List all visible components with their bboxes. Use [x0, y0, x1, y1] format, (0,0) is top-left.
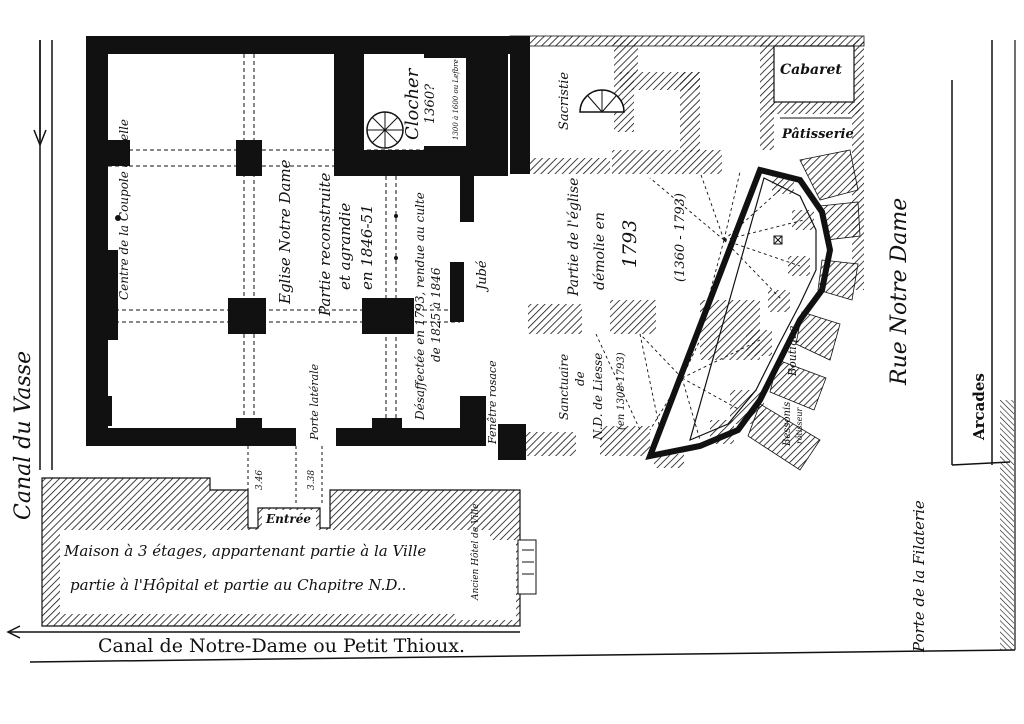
entree-label: Entrée — [265, 512, 311, 526]
porte-laterale-label: Porte latérale — [308, 363, 321, 441]
porte-filaterie-label: Porte de la Filaterie — [910, 500, 928, 653]
year-1793-label: 1793 — [619, 220, 641, 268]
range-label: (1360 - 1793) — [673, 193, 688, 282]
centre-coupole-label: Centre de la Coupole actuelle — [117, 119, 131, 300]
arcades-strip — [951, 40, 1016, 650]
clocher-date: 1360? — [423, 83, 438, 124]
sacristie-stair — [579, 89, 625, 113]
rue-nd-label: Rue Notre Dame — [887, 198, 912, 386]
reconstruite-line-1: Partie reconstruite — [316, 172, 334, 317]
pier-dot-1 — [394, 214, 398, 218]
patisserie-label: Pâtisserie — [781, 127, 854, 142]
coupole-centre-dot — [115, 215, 121, 221]
sanctuaire-line-3: N.D. de Liesse — [591, 353, 605, 441]
ancien-hotel-label: Ancien Hôtel de Ville — [470, 504, 481, 601]
sanctuaire-line-2: de — [573, 371, 587, 386]
apse-vault-lines — [595, 171, 805, 441]
canal-nd-lines — [6, 625, 1016, 663]
canal-nd-label: Canal de Notre-Dame ou Petit Thioux. — [98, 635, 465, 657]
arrow-left-icon — [6, 625, 21, 639]
dimension-lines — [247, 446, 323, 505]
eglise-label: Eglise Notre Dame — [276, 159, 294, 305]
bessonis-label: Bessonis — [782, 402, 793, 447]
sacristie-label: Sacristie — [557, 72, 572, 130]
maison-block — [41, 477, 537, 627]
clocher-note: 1300 à 1600 ou Lefbre — [452, 59, 460, 140]
spiral-stair — [366, 111, 404, 149]
maison-line-2: partie à l'Hôpital et partie au Chapitre… — [70, 576, 406, 594]
boutique-label: Boutique — [786, 325, 799, 377]
dimension-1: 3.46 — [255, 470, 265, 490]
fenetre-rosace-label: Fenêtre rosace — [486, 360, 499, 445]
nave-walls — [86, 36, 526, 460]
cabaret-room — [773, 45, 855, 103]
canal-vasse-label: Canal du Vasse — [11, 351, 36, 520]
apse — [645, 149, 861, 471]
cabaret-label: Cabaret — [780, 62, 842, 78]
reconstruite-line-2: et agrandie — [336, 203, 354, 290]
desaffectee-label: Désaffectée en 1793, rendue au culte — [413, 192, 427, 421]
jube-label: Jubé — [475, 260, 490, 293]
pier-dot-2 — [394, 256, 398, 260]
e-marker — [773, 235, 783, 245]
desaffectee-dates: de 1825 à 1846 — [429, 267, 443, 362]
arcades-label: Arcades — [970, 373, 988, 441]
canal-vasse-lines — [33, 40, 53, 470]
clocher-label: Clocher — [402, 67, 423, 140]
maison-line-1: Maison à 3 étages, appartenant partie à … — [63, 542, 426, 560]
rotisseur-label: rôtisseur — [795, 406, 804, 444]
dimension-2: 3.38 — [307, 470, 317, 490]
sanctuaire-dates: (en 1308-1793) — [616, 352, 627, 430]
sanctuaire-line-1: Sanctuaire — [557, 354, 571, 420]
partie-eglise-line-2: démolie en — [592, 212, 608, 290]
partie-eglise-line-1: Partie de l'église — [566, 178, 582, 297]
reconstruite-line-3: en 1846-51 — [358, 204, 376, 290]
arrow-down-icon — [33, 129, 47, 148]
